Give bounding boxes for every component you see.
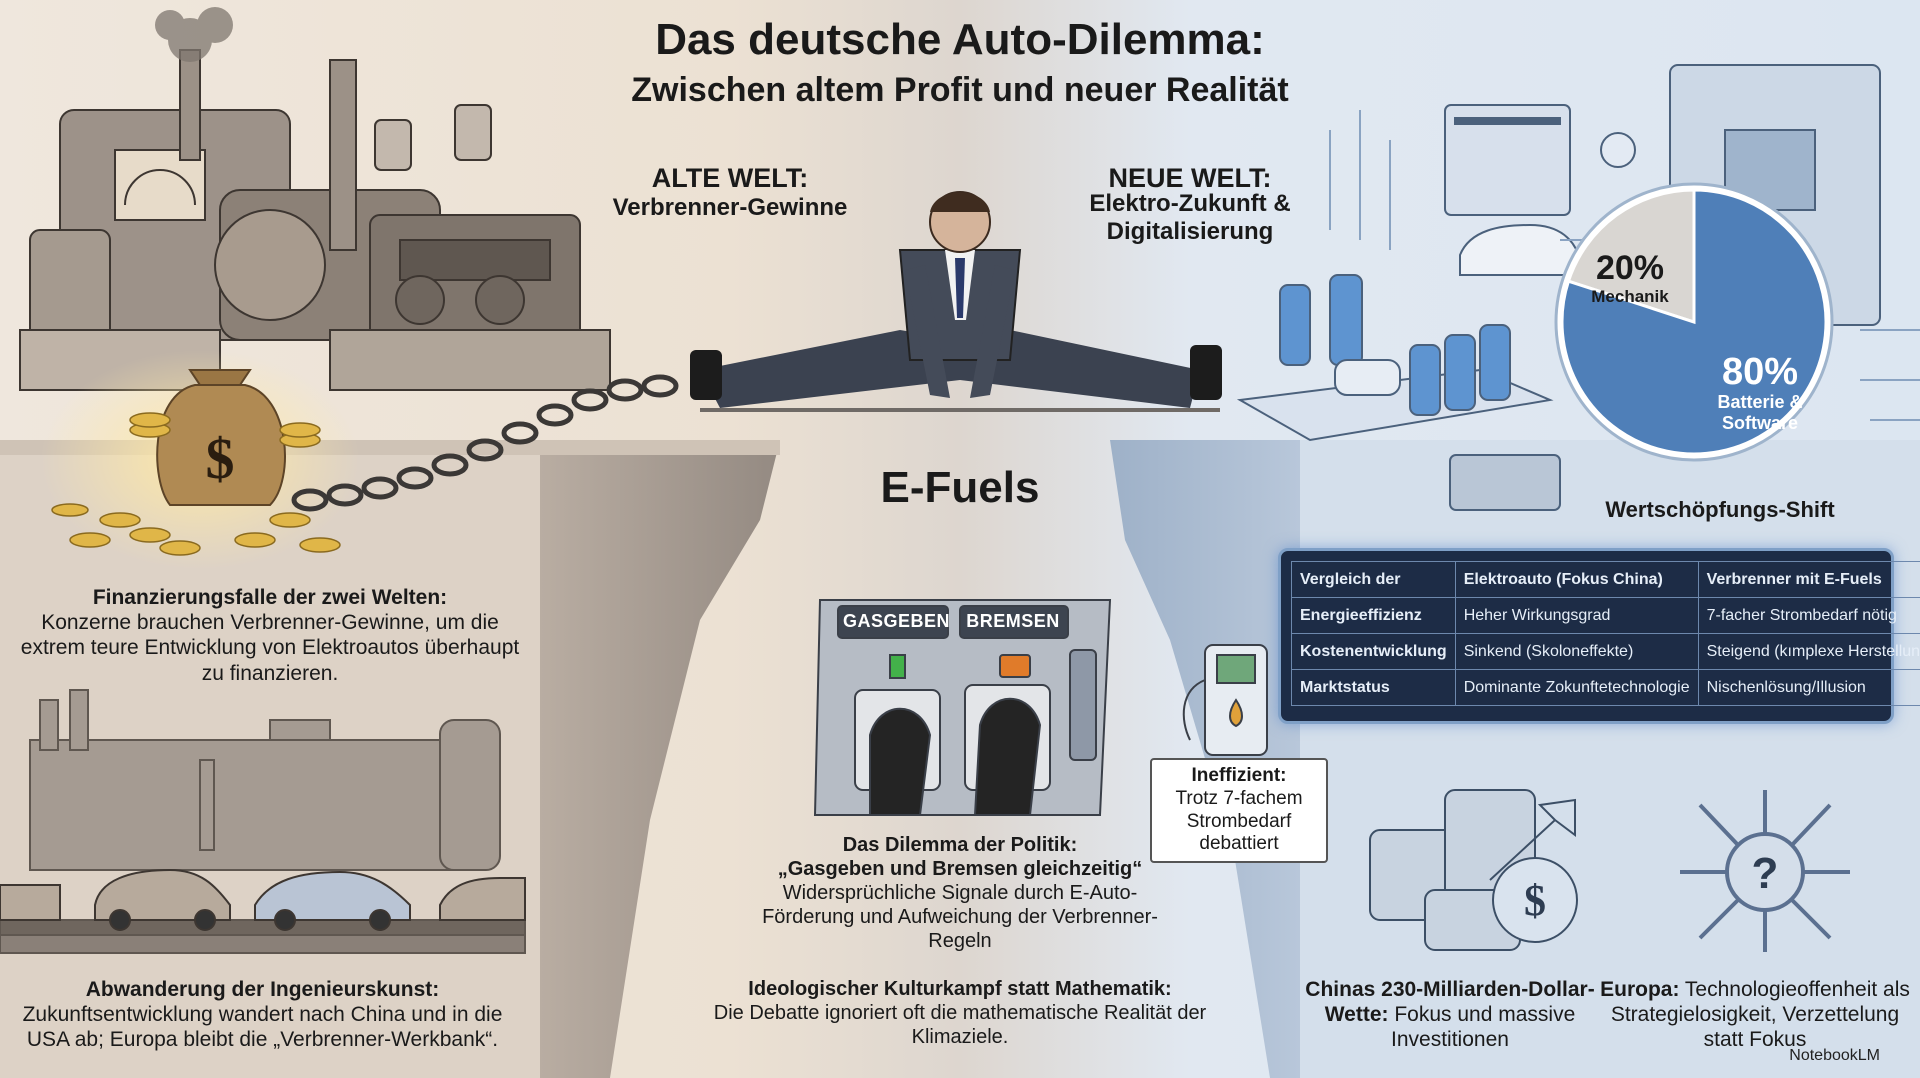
value-shift-label: Wertschöpfungs-Shift bbox=[1605, 497, 1835, 522]
china-body: Fokus und massive Investitionen bbox=[1391, 1003, 1576, 1052]
table-cell: Sinkend (Skoloneffekte) bbox=[1454, 633, 1699, 670]
chain bbox=[291, 374, 679, 512]
table-cell: Marktstatus bbox=[1291, 669, 1456, 706]
fuel-pump bbox=[1182, 644, 1268, 756]
engineering-exodus-text: Abwanderung der Ingenieurskunst: Zukunft… bbox=[0, 977, 525, 1053]
coin-stacks bbox=[1369, 789, 1578, 951]
table-header-cell: Vergleich der bbox=[1291, 561, 1456, 598]
brand-watermark: NotebookLM bbox=[1789, 1047, 1880, 1064]
inefficient-note: Ineffizient: Trotz 7-fachem Strombedarf … bbox=[1150, 758, 1328, 864]
pie-mechanics-label: Mechanik bbox=[1591, 287, 1669, 306]
table-cell: Steigend (kımplexe Herstellung) bbox=[1697, 633, 1920, 670]
financing-trap-text: Finanzierungsfalle der zwei Welten: Konz… bbox=[20, 585, 520, 686]
china-heading: Chinas 230-Milliarden-Dollar-Wette: bbox=[1305, 978, 1595, 1027]
table-cell: 7-facher Strombedarf nötig bbox=[1697, 597, 1920, 634]
svg-text:$: $ bbox=[1524, 876, 1546, 925]
ideology-text: Ideologischer Kulturkampf statt Mathemat… bbox=[705, 977, 1215, 1049]
pie-battery-value: 80% bbox=[1721, 351, 1799, 393]
page-title: Das deutsche Auto-Dilemma: bbox=[655, 15, 1265, 64]
dollar-coin-icon: $ bbox=[1524, 876, 1546, 925]
pie-battery-label: Batterie & Software bbox=[1717, 392, 1803, 433]
ideology-body: Die Debatte ignoriert oft die mathematis… bbox=[713, 1002, 1207, 1048]
question-mark-icon: ? bbox=[1752, 849, 1779, 898]
old-world-subheading: Verbrenner-Gewinne bbox=[612, 194, 848, 221]
businessman bbox=[690, 191, 1222, 408]
politics-dilemma-text: Das Dilemma der Politik: „Gasgeben und B… bbox=[740, 833, 1180, 953]
pie-mechanics-value: 20% bbox=[1595, 249, 1665, 287]
table-row: Kostenentwicklung Sinkend (Skoloneffekte… bbox=[1291, 633, 1920, 670]
svg-text:?: ? bbox=[1752, 849, 1779, 898]
financing-body: Konzerne brauchen Verbrenner-Gewinne, um… bbox=[20, 611, 520, 685]
engineering-body: Zukunftsentwicklung wandert nach China u… bbox=[22, 1003, 503, 1052]
comparison-table: Vergleich der Elektroauto (Fokus China) … bbox=[1291, 561, 1920, 706]
tech-devices bbox=[1236, 64, 1881, 511]
factory bbox=[0, 689, 526, 954]
table-header-row: Vergleich der Elektroauto (Fokus China) … bbox=[1291, 561, 1920, 598]
smoke bbox=[155, 7, 233, 62]
europe-text: Europa: Technologieoffenheit als Strateg… bbox=[1590, 977, 1920, 1053]
table-header-cell: Elektroauto (Fokus China) bbox=[1454, 561, 1699, 598]
new-world-subheading: Elektro-Zukunft & Digitalisierung bbox=[1089, 190, 1291, 245]
engine-machinery bbox=[19, 49, 611, 391]
old-world-heading: ALTE WELT: bbox=[651, 163, 809, 193]
table-cell: Energieeffizienz bbox=[1291, 597, 1456, 634]
brake-pedal-label: BREMSEN bbox=[966, 611, 1060, 631]
table-cell: Dominante Zokunftetechnologie bbox=[1454, 669, 1699, 706]
scattered-arrows-icon bbox=[1680, 790, 1850, 952]
inefficient-body: Trotz 7-fachem Strombedarf debattiert bbox=[1175, 787, 1303, 855]
table-cell: Heher Wirkungsgrad bbox=[1454, 597, 1699, 634]
pie-slice-1 bbox=[1560, 188, 1828, 456]
table-header-cell: Verbrenner mit E-Fuels bbox=[1697, 561, 1920, 598]
efuels-label: E-Fuels bbox=[880, 463, 1040, 512]
politics-heading: Das Dilemma der Politik: bbox=[842, 834, 1078, 856]
gold-coins bbox=[51, 412, 341, 556]
china-bet-text: Chinas 230-Milliarden-Dollar-Wette: Foku… bbox=[1305, 977, 1595, 1053]
value-shift-pie bbox=[1554, 182, 1834, 462]
table-cell: Kostenentwicklung bbox=[1291, 633, 1456, 670]
comparison-table-panel: Vergleich der Elektroauto (Fokus China) … bbox=[1278, 548, 1920, 724]
dollar-sign-icon: $ bbox=[206, 426, 235, 491]
pedal-console bbox=[813, 599, 1112, 816]
financing-heading: Finanzierungsfalle der zwei Welten: bbox=[92, 586, 448, 609]
table-row: Marktstatus Dominante Zokunftetechnologi… bbox=[1291, 669, 1920, 706]
gas-pedal-label: GASGEBEN bbox=[843, 611, 951, 631]
politics-heading-quote: „Gasgeben und Bremsen gleichzeitig“ bbox=[777, 858, 1143, 880]
ideology-heading: Ideologischer Kulturkampf statt Mathemat… bbox=[748, 978, 1172, 1000]
new-world-heading: NEUE WELT: bbox=[1108, 163, 1272, 193]
cars-conveyor bbox=[0, 868, 526, 931]
engineering-heading: Abwanderung der Ingenieurskunst: bbox=[85, 978, 440, 1001]
europe-body: Technologieoffenheit als Strategielosigk… bbox=[1610, 978, 1910, 1052]
table-row: Energieeffizienz Heher Wirkungsgrad 7-fa… bbox=[1291, 597, 1920, 634]
europe-heading: Europa: bbox=[1600, 978, 1680, 1001]
table-cell: Nischenlösung/Illusion bbox=[1697, 669, 1920, 706]
politics-body: Widersprüchliche Signale durch E-Auto-Fö… bbox=[762, 882, 1158, 952]
page-subtitle: Zwischen altem Profit und neuer Realität bbox=[631, 71, 1289, 109]
inefficient-heading: Ineffizient: bbox=[1191, 765, 1287, 786]
pie-slice-0 bbox=[1566, 188, 1696, 325]
